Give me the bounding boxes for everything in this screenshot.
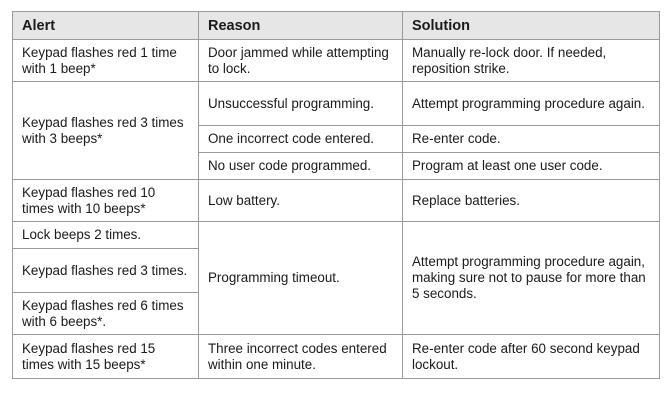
reason-cell: Programming timeout. [198,221,403,335]
troubleshooting-table-container: Alert Reason Solution Keypad flashes red… [12,11,660,379]
reason-cell: Door jammed while attempting to lock. [198,39,403,82]
solution-cell: Re-enter code after 60 second keypad loc… [402,334,660,379]
header-row: Alert Reason Solution [12,11,660,40]
solution-cell: Manually re-lock door. If needed, reposi… [402,39,660,82]
table-row: No user code programmed. Program at leas… [13,152,660,180]
solution-cell: Attempt programming procedure again. [402,81,660,126]
alert-cell: Keypad flashes red 6 times with 6 beeps*… [12,292,199,335]
header-solution: Solution [402,11,660,40]
troubleshooting-table: Alert Reason Solution Keypad flashes red… [12,11,660,379]
alert-cell: Keypad flashes red 3 times with 3 beeps* [12,81,199,180]
table-row: Lock beeps 2 times. Programming timeout.… [12,221,660,335]
alert-cell: Keypad flashes red 1 time with 1 beep* [12,39,199,82]
alert-cell: Lock beeps 2 times. [12,221,199,249]
header-alert: Alert [12,11,199,40]
table-row: One incorrect code entered. Re-enter cod… [13,125,660,153]
table-row: Keypad flashes red 3 times. [12,248,660,293]
reason-cell: Low battery. [198,179,403,222]
solution-cell: Attempt programming procedure again, mak… [402,221,660,335]
table-row: Keypad flashes red 3 times with 3 beeps*… [12,81,660,180]
reason-cell: One incorrect code entered. [198,125,403,153]
alert-cell: Keypad flashes red 15 times with 15 beep… [12,334,199,379]
table-row: Keypad flashes red 1 time with 1 beep* D… [12,39,660,82]
alert-cell: Keypad flashes red 10 times with 10 beep… [12,179,199,222]
reason-cell: Three incorrect codes entered within one… [198,334,403,379]
table-row: Keypad flashes red 6 times with 6 beeps*… [12,292,660,335]
reason-cell: No user code programmed. [198,152,403,180]
table-row: Keypad flashes red 15 times with 15 beep… [12,334,660,379]
table-row: Keypad flashes red 10 times with 10 beep… [12,179,660,222]
solution-cell: Re-enter code. [402,125,660,153]
header-reason: Reason [198,11,403,40]
solution-cell: Replace batteries. [402,179,660,222]
alert-cell: Keypad flashes red 3 times. [12,248,199,293]
solution-cell: Program at least one user code. [402,152,660,180]
reason-cell: Unsuccessful programming. [198,81,403,126]
